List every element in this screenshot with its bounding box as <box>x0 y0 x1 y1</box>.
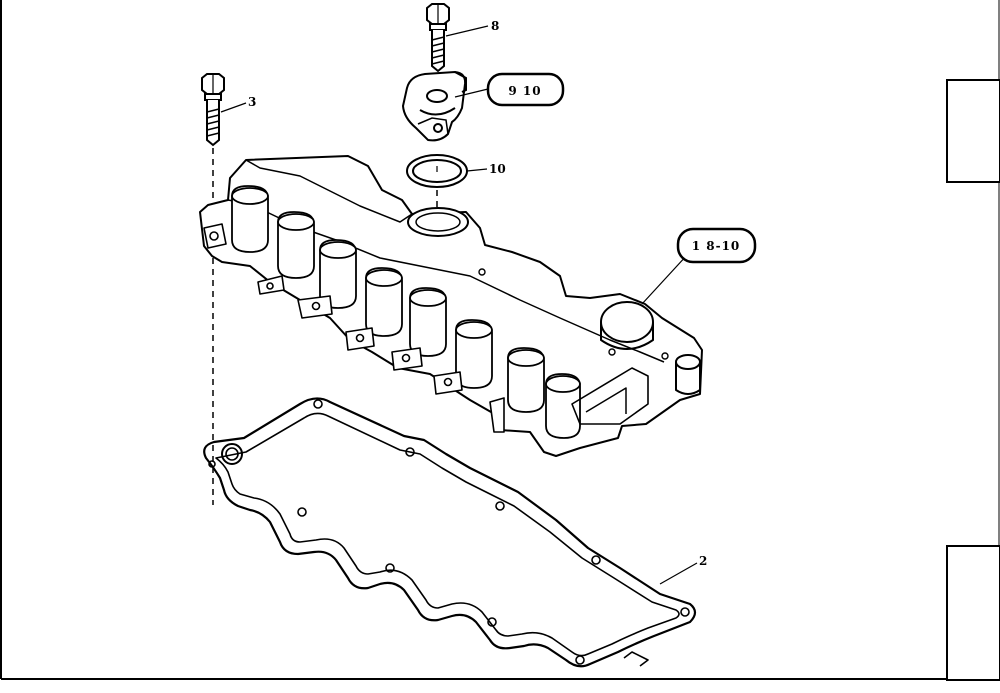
filler-cap <box>401 70 467 142</box>
callout-bolt-short: 3 <box>248 95 256 109</box>
cover-gasket <box>203 397 697 668</box>
seal-ring <box>406 154 468 188</box>
short-bolt <box>201 73 225 147</box>
side-tab-bottom <box>946 545 1000 681</box>
callout-bolt-long: 8 <box>491 19 499 33</box>
cover-ref-box <box>676 227 757 264</box>
long-bolt <box>426 3 450 73</box>
callout-gasket: 2 <box>699 554 707 568</box>
callout-cap-ref: 9 10 <box>508 84 541 98</box>
valve-cover <box>199 155 703 457</box>
cap-ref-box <box>486 72 565 107</box>
callout-leaders <box>220 25 698 585</box>
side-tab-top <box>946 79 1000 183</box>
callout-cover-ref: 1 8-10 <box>692 239 741 253</box>
callout-seal-ring: 10 <box>489 162 506 176</box>
